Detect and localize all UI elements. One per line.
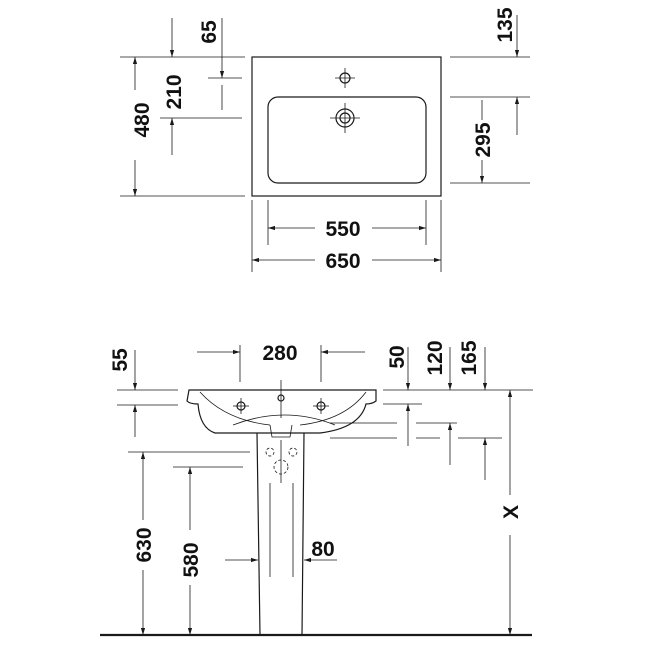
- pedestal-openings-icon: [265, 440, 298, 483]
- dim-x: X: [500, 505, 523, 519]
- dim-80: 80: [311, 538, 334, 561]
- dim-280: 280: [262, 342, 297, 365]
- dim-210: 210: [163, 74, 186, 109]
- basin-outline-top: [251, 56, 442, 197]
- basin-outline-front: [186, 389, 377, 434]
- drain-icon: [330, 103, 360, 133]
- dim-135: 135: [494, 7, 517, 42]
- pedestal-outline: [256, 432, 305, 636]
- dim-580: 580: [180, 542, 203, 577]
- tap-marker-left-icon: [233, 398, 249, 414]
- tap-hole-front-icon: [277, 380, 285, 418]
- dim-65: 65: [198, 20, 221, 44]
- dim-630: 630: [133, 527, 156, 562]
- dim-120: 120: [424, 340, 447, 375]
- bowl-outline-top: [267, 96, 427, 184]
- front-view: 280 55 50 120 165 X 630 580 80: [100, 340, 533, 637]
- dim-480: 480: [131, 102, 154, 137]
- tap-marker-right-icon: [313, 398, 329, 414]
- dim-55: 55: [109, 348, 132, 372]
- dim-165: 165: [458, 340, 481, 375]
- dim-650: 650: [325, 250, 360, 273]
- dim-50: 50: [386, 345, 409, 368]
- dim-295: 295: [472, 122, 495, 157]
- dim-550: 550: [325, 218, 360, 241]
- tap-hole-icon: [335, 68, 355, 88]
- top-view: 480 65 210 135 295 550 650: [120, 7, 530, 273]
